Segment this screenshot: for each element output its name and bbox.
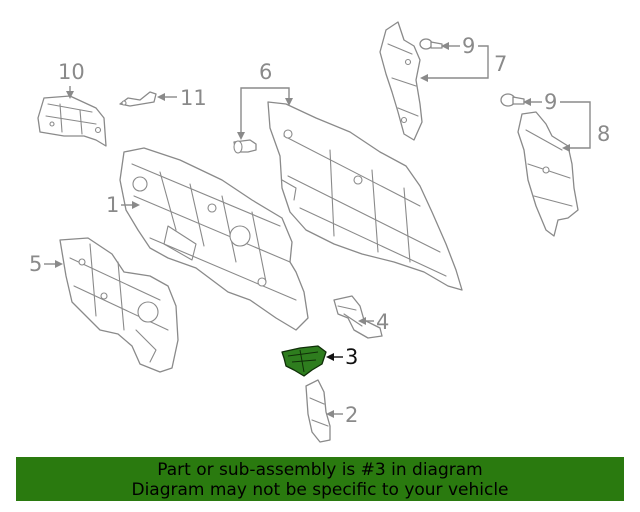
leader-6-arrow-a: [237, 132, 245, 140]
part-9-bolt-lower: [500, 93, 525, 107]
leader-9a-arrow: [441, 42, 449, 50]
part-11-rod-bracket: [119, 91, 157, 107]
callout-11: 11: [180, 86, 207, 110]
leader-6: [240, 87, 290, 136]
callout-4: 4: [376, 310, 389, 334]
callout-3: 3: [345, 345, 358, 369]
leader-2-arrow: [326, 410, 334, 418]
callout-9b: 9: [544, 90, 557, 114]
part-10-bracket: [37, 95, 107, 147]
part-9-bolt-upper: [419, 38, 443, 50]
leader-10-arrow: [66, 91, 74, 99]
callout-2: 2: [345, 403, 358, 427]
leader-6-arrow-b: [285, 98, 293, 106]
leader-8-arrow: [562, 144, 570, 152]
callout-8: 8: [597, 122, 610, 146]
callout-5: 5: [29, 252, 42, 276]
callout-7: 7: [494, 52, 507, 76]
callout-10: 10: [58, 60, 85, 84]
leader-7-arrow: [420, 74, 428, 82]
part-3-highlighted: [281, 345, 327, 377]
leader-5-arrow: [55, 260, 63, 268]
callout-6: 6: [259, 60, 272, 84]
part-7-bracket: [379, 21, 423, 141]
leader-1-arrow: [132, 201, 140, 209]
leader-4-arrow: [358, 317, 366, 325]
part-6-clip: [233, 139, 257, 154]
part-2-bracket: [305, 379, 331, 443]
part-info-banner: Part or sub-assembly is #3 in diagram Di…: [16, 457, 624, 501]
part-4-bracket: [333, 295, 383, 339]
callout-1: 1: [106, 193, 119, 217]
leader-8: [560, 101, 591, 149]
part-5-reinforcement: [59, 237, 179, 373]
parts-diagram: 10 11 1 5: [29, 21, 610, 443]
banner-line-disclaimer: Diagram may not be specific to your vehi…: [131, 480, 509, 500]
leader-9b-arrow: [523, 98, 531, 106]
part-1-dash-panel: [119, 147, 309, 331]
callout-9a: 9: [462, 34, 475, 58]
banner-line-part: Part or sub-assembly is #3 in diagram: [157, 460, 483, 480]
part-6-insulator: [267, 101, 463, 291]
leader-11-arrow: [157, 93, 165, 101]
leader-3-arrow: [326, 353, 334, 361]
part-8-bracket: [517, 111, 579, 237]
leader-7: [424, 45, 489, 79]
